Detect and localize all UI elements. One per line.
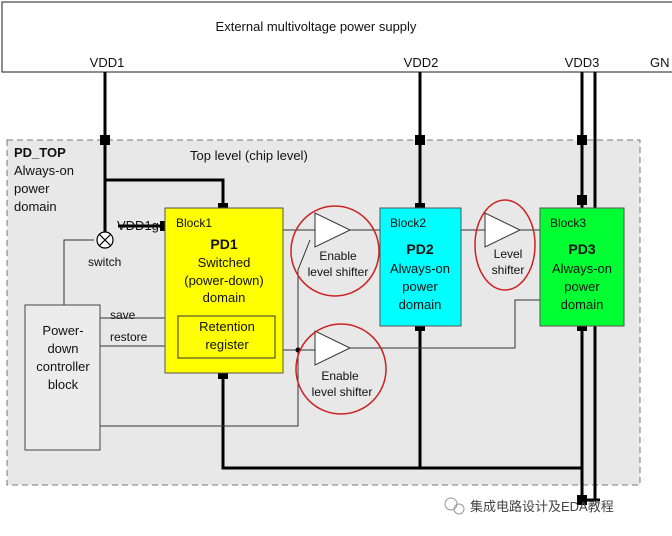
controller-line-1: Power- — [42, 323, 83, 338]
block2-desc-1: Always-on — [390, 261, 450, 276]
block1-desc-3: domain — [203, 290, 246, 305]
watermark-text: 集成电路设计及EDA教程 — [470, 499, 614, 514]
vdd1g-label: VDD1g — [117, 218, 159, 233]
block3-pd3 — [539, 207, 625, 327]
controller-line-4: block — [48, 377, 79, 392]
block2-desc-2: power — [402, 279, 438, 294]
controller-line-3: controller — [36, 359, 90, 374]
block2-desc-3: domain — [399, 297, 442, 312]
level-shifter-line-2: shifter — [492, 263, 525, 277]
retention-line-1: Retention — [199, 319, 255, 334]
block3-desc-1: Always-on — [552, 261, 612, 276]
pd-top-desc-2: power — [14, 181, 50, 196]
controller-line-2: down — [47, 341, 78, 356]
block1-desc-1: Switched — [198, 255, 251, 270]
retention-line-2: register — [205, 337, 249, 352]
highlight-rings — [290, 199, 536, 415]
block2-pd2 — [379, 207, 462, 327]
block3-desc-2: power — [564, 279, 600, 294]
pd-top-desc-1: Always-on — [14, 163, 74, 178]
block3-desc-3: domain — [561, 297, 604, 312]
watermark: 集成电路设计及EDA教程 — [444, 497, 614, 515]
switch-label: switch — [88, 255, 121, 269]
restore-signal-label: restore — [110, 330, 148, 344]
ring-enable-bottom — [295, 323, 387, 415]
controller-block — [24, 304, 101, 451]
signal-wires — [63, 229, 540, 427]
pd-top-domain — [6, 139, 641, 486]
top-level-label: Top level (chip level) — [190, 148, 308, 163]
vdd1-label: VDD1 — [90, 55, 125, 70]
ring-level-shifter — [474, 199, 536, 291]
block3-title: PD3 — [568, 241, 595, 257]
block1-title: PD1 — [210, 236, 237, 252]
save-signal-label: save — [110, 308, 136, 322]
block1-desc-2: (power-down) — [184, 273, 263, 288]
vdd3-label: VDD3 — [565, 55, 600, 70]
power-switch-icon — [96, 231, 114, 249]
level-shifter-line-1: Level — [494, 247, 523, 261]
enable-shifter-bottom-line-2: level shifter — [312, 385, 373, 399]
supply-title: External multivoltage power supply — [216, 19, 417, 34]
shifter-triangles — [314, 212, 522, 366]
block3-tag: Block3 — [550, 216, 586, 230]
vdd2-label: VDD2 — [404, 55, 439, 70]
gnd-label: GN — [650, 55, 670, 70]
enable-shifter-top-triangle — [314, 212, 352, 248]
external-supply-box — [1, 1, 672, 73]
enable-shifter-bottom-triangle — [314, 330, 352, 366]
block2-tag: Block2 — [390, 216, 426, 230]
level-shifter-triangle — [484, 212, 522, 248]
pd-top-name: PD_TOP — [14, 145, 66, 160]
retention-register — [177, 315, 276, 359]
wechat-icon — [444, 497, 458, 511]
ring-enable-top — [290, 205, 380, 297]
block2-title: PD2 — [406, 241, 433, 257]
enable-shifter-top-line-2: level shifter — [308, 265, 369, 279]
pd-top-desc-3: domain — [14, 199, 57, 214]
block1-tag: Block1 — [176, 216, 212, 230]
enable-shifter-top-line-1: Enable — [319, 249, 357, 263]
enable-shifter-bottom-line-1: Enable — [321, 369, 359, 383]
